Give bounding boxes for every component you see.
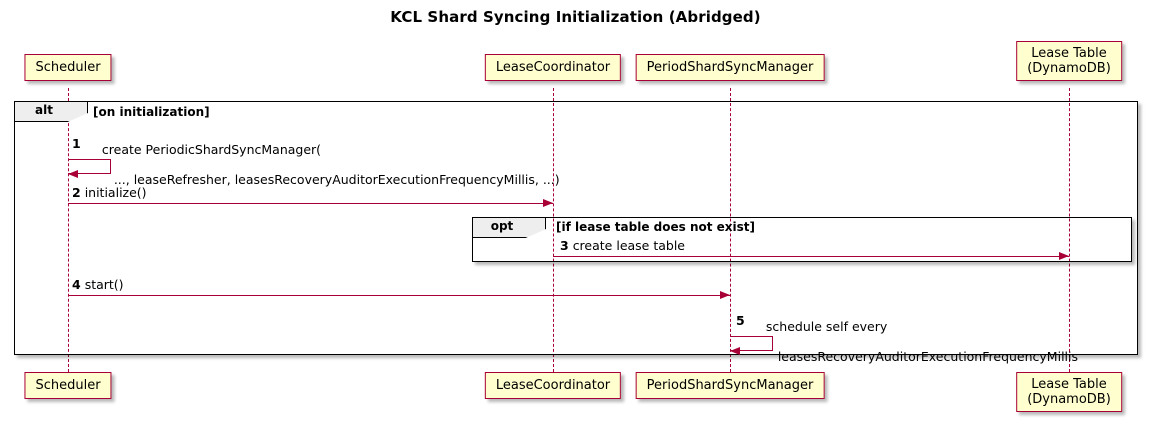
message-1-seq: 1	[72, 136, 81, 151]
participant-scheduler-bottom[interactable]: Scheduler	[24, 372, 112, 399]
message-5-self-loop	[730, 336, 773, 351]
lifeline-lease-coordinator	[553, 88, 554, 372]
message-1-arrowhead	[68, 169, 78, 178]
participant-lease-table-bottom[interactable]: Lease Table (DynamoDB)	[1016, 372, 1122, 412]
participant-period-shard-sync-manager-bottom[interactable]: PeriodShardSyncManager	[635, 372, 825, 399]
message-3-arrowhead	[1059, 251, 1069, 260]
message-1-line1: create PeriodicShardSyncManager(	[101, 142, 322, 157]
participant-label: PeriodShardSyncManager	[646, 60, 814, 75]
fragment-alt-on-initialization: alt	[14, 101, 1138, 355]
message-2-line	[68, 203, 553, 204]
fragment-guard-alt: [on initialization]	[93, 105, 210, 119]
fragment-tab-alt: alt	[15, 102, 88, 122]
participant-scheduler-top[interactable]: Scheduler	[24, 54, 112, 81]
message-1-line2: ..., leaseRefresher, leasesRecoveryAudit…	[101, 172, 560, 187]
participant-label-line1: Lease Table	[1031, 46, 1107, 61]
message-4-arrowhead	[720, 290, 730, 299]
fragment-tab-opt: opt	[473, 218, 546, 238]
message-4-text: start()	[84, 277, 124, 292]
message-4-seq: 4	[72, 277, 81, 292]
lifeline-lease-table	[1069, 88, 1070, 372]
message-4-label: 4 start()	[72, 278, 124, 292]
page-title: KCL Shard Syncing Initialization (Abridg…	[390, 8, 761, 26]
participant-label: Scheduler	[35, 378, 101, 393]
message-3-seq: 3	[560, 238, 569, 253]
fragment-opt-lease-table-missing: opt	[472, 217, 1132, 262]
lifeline-period-shard-sync-manager	[730, 88, 731, 372]
message-3-line	[553, 256, 1069, 257]
message-5-label: schedule self every leasesRecoveryAudito…	[750, 304, 1078, 379]
message-3-label: 3 create lease table	[560, 239, 685, 253]
lifeline-scheduler	[68, 88, 69, 372]
participant-label: Scheduler	[35, 60, 101, 75]
message-5-arrowhead	[730, 346, 740, 355]
message-1-self-loop	[68, 159, 111, 174]
fragment-tab-label: opt	[490, 219, 514, 233]
participant-label: LeaseCoordinator	[495, 378, 611, 393]
message-5-seq: 5	[736, 313, 745, 328]
participant-lease-coordinator-bottom[interactable]: LeaseCoordinator	[484, 372, 622, 399]
participant-label: LeaseCoordinator	[495, 60, 611, 75]
message-1-label: create PeriodicShardSyncManager( ..., le…	[86, 127, 560, 202]
participant-label-line2: (DynamoDB)	[1027, 392, 1111, 407]
message-2-seq: 2	[72, 185, 81, 200]
fragment-guard-opt: [if lease table does not exist]	[556, 220, 756, 234]
message-5-line2: leasesRecoveryAuditorExecutionFrequencyM…	[765, 349, 1078, 364]
participant-lease-coordinator-top[interactable]: LeaseCoordinator	[484, 54, 622, 81]
message-2-arrowhead	[543, 198, 553, 207]
participant-label: PeriodShardSyncManager	[646, 378, 814, 393]
message-2-label: 2 initialize()	[72, 186, 147, 200]
message-2-text: initialize()	[84, 185, 147, 200]
participant-lease-table-top[interactable]: Lease Table (DynamoDB)	[1016, 41, 1122, 81]
participant-label-line2: (DynamoDB)	[1027, 61, 1111, 76]
participant-period-shard-sync-manager-top[interactable]: PeriodShardSyncManager	[635, 54, 825, 81]
participant-label-line1: Lease Table	[1031, 377, 1107, 392]
fragment-tab-label: alt	[35, 103, 53, 117]
message-3-text: create lease table	[572, 238, 685, 253]
message-5-line1: schedule self every	[765, 319, 888, 334]
message-4-line	[68, 295, 730, 296]
